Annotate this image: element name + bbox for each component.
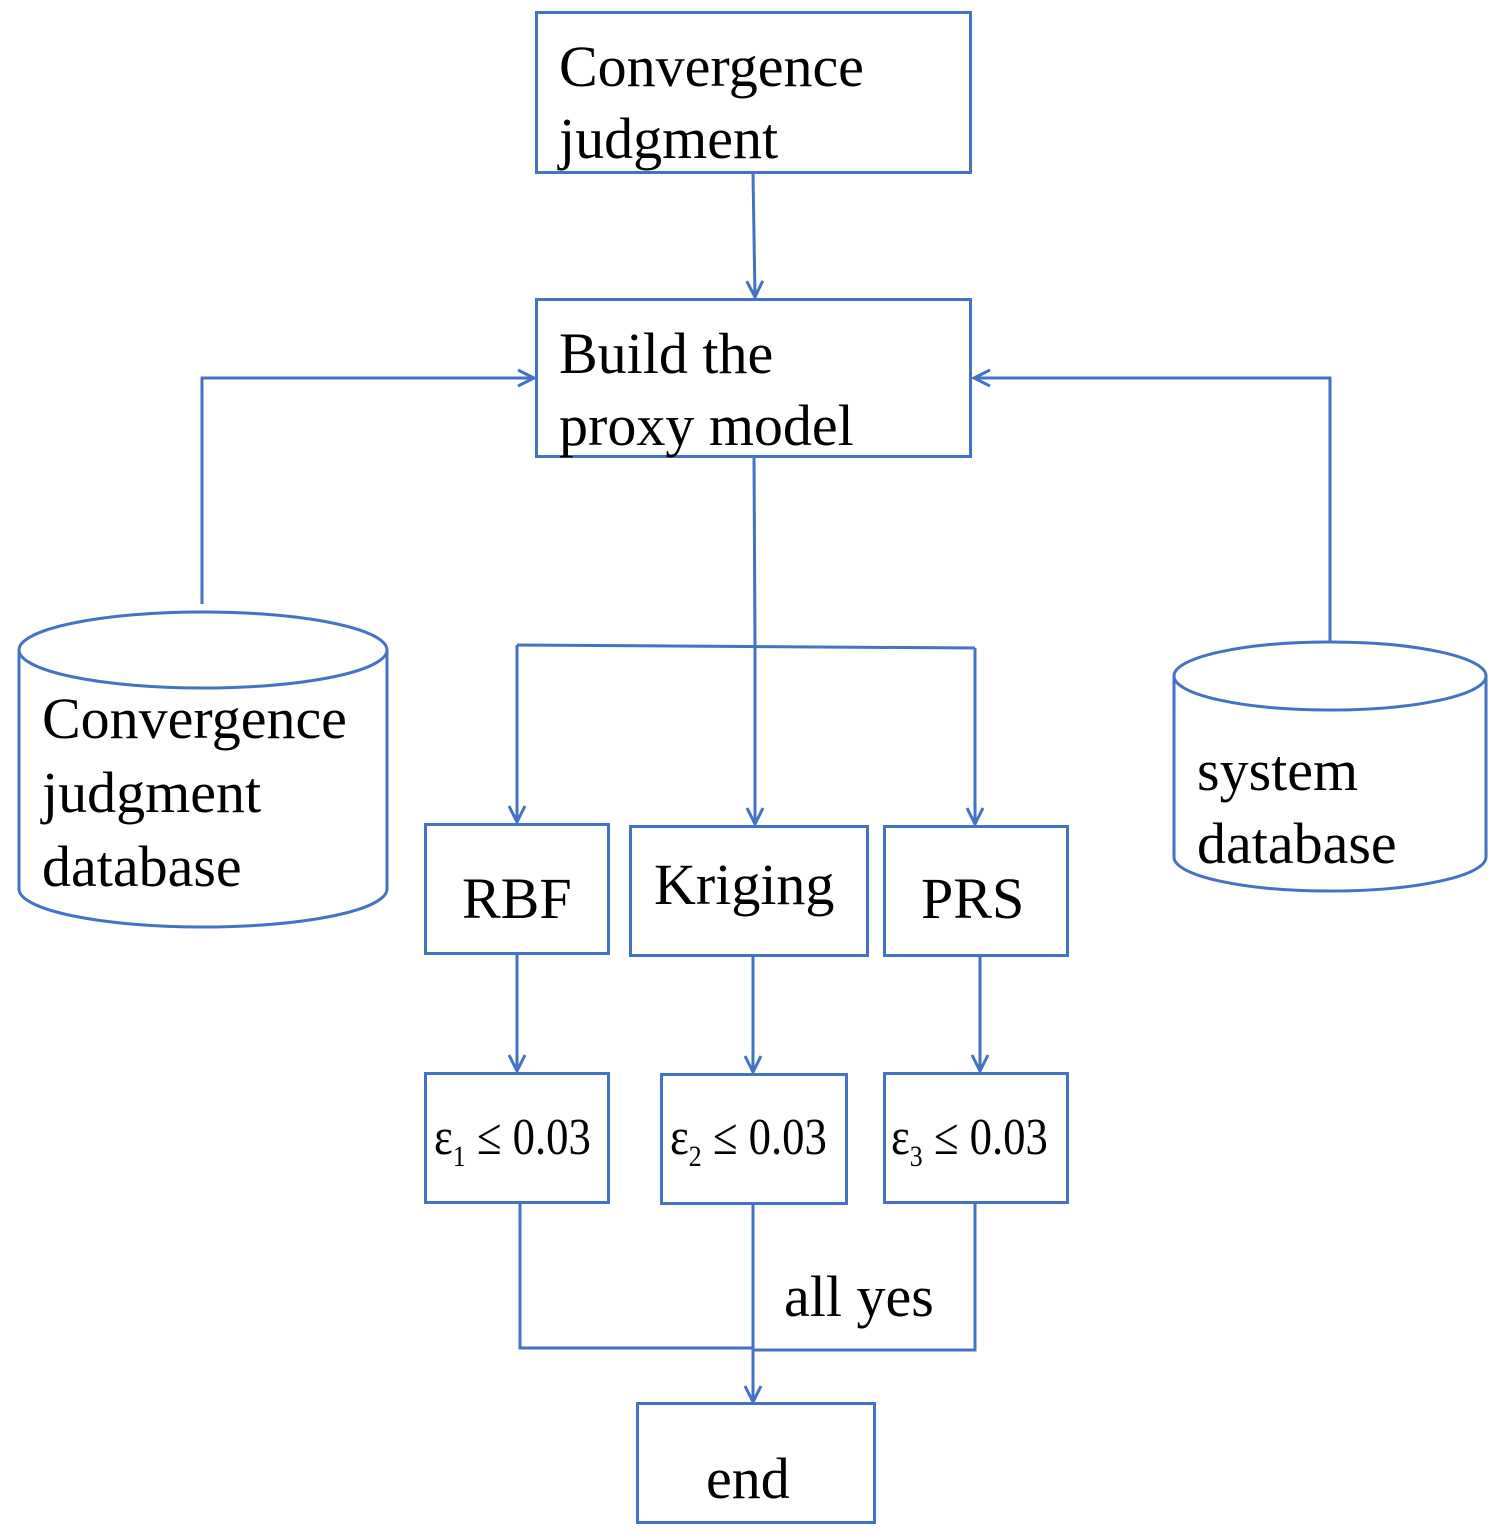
arrow-right-db-to-build xyxy=(974,378,1332,643)
condition-2-relation: ≤ 0.03 xyxy=(712,1109,827,1166)
end-label: end xyxy=(706,1446,790,1511)
convergence-judgment-box xyxy=(535,11,972,174)
convergence-judgment-line-1: Convergence xyxy=(559,34,864,99)
left-database-line-3: database xyxy=(42,834,242,899)
condition-3-relation: ≤ 0.03 xyxy=(933,1109,1048,1166)
arrow-top-to-build xyxy=(753,172,755,297)
connector-branch-bar xyxy=(516,643,976,650)
condition-1-index: 1 xyxy=(452,1140,466,1173)
condition-2-symbol: ε xyxy=(670,1109,689,1166)
kriging-box xyxy=(629,825,869,957)
connector-build-trunk xyxy=(752,455,757,646)
right-database-line-2: database xyxy=(1197,811,1397,876)
condition-2-index: 2 xyxy=(688,1140,702,1173)
connector-cond1-merge xyxy=(518,1203,753,1350)
right-database-line-1: system xyxy=(1197,738,1359,803)
kriging-label: Kriging xyxy=(654,852,835,917)
condition-2-box xyxy=(660,1073,848,1205)
condition-3-index: 3 xyxy=(909,1140,923,1173)
condition-1-label: ε1 ≤ 0.03 xyxy=(434,1112,591,1172)
rbf-box xyxy=(424,823,610,955)
arrow-left-db-to-build xyxy=(200,378,534,604)
build-proxy-model-line-2: proxy model xyxy=(559,393,854,458)
left-database-line-2: judgment xyxy=(42,760,262,825)
condition-1-box xyxy=(424,1072,610,1204)
condition-3-box xyxy=(883,1072,1069,1204)
end-box xyxy=(636,1402,876,1524)
rbf-label: RBF xyxy=(462,866,572,931)
build-proxy-model-line-1: Build the xyxy=(559,321,774,386)
build-proxy-model-box xyxy=(535,298,972,458)
all-yes-label: all yes xyxy=(784,1264,934,1329)
prs-label: PRS xyxy=(921,866,1025,931)
condition-1-symbol: ε xyxy=(434,1109,453,1166)
left-database-cylinder xyxy=(17,610,389,929)
condition-3-symbol: ε xyxy=(891,1109,910,1166)
prs-box xyxy=(883,825,1069,957)
condition-3-label: ε3 ≤ 0.03 xyxy=(891,1112,1048,1172)
condition-2-label: ε2 ≤ 0.03 xyxy=(670,1112,827,1172)
convergence-judgment-line-2: judgment xyxy=(559,106,779,171)
right-database-cylinder xyxy=(1172,640,1488,893)
connector-cond3-merge xyxy=(753,1203,977,1352)
condition-1-relation: ≤ 0.03 xyxy=(476,1109,591,1166)
left-database-line-1: Convergence xyxy=(42,686,347,751)
